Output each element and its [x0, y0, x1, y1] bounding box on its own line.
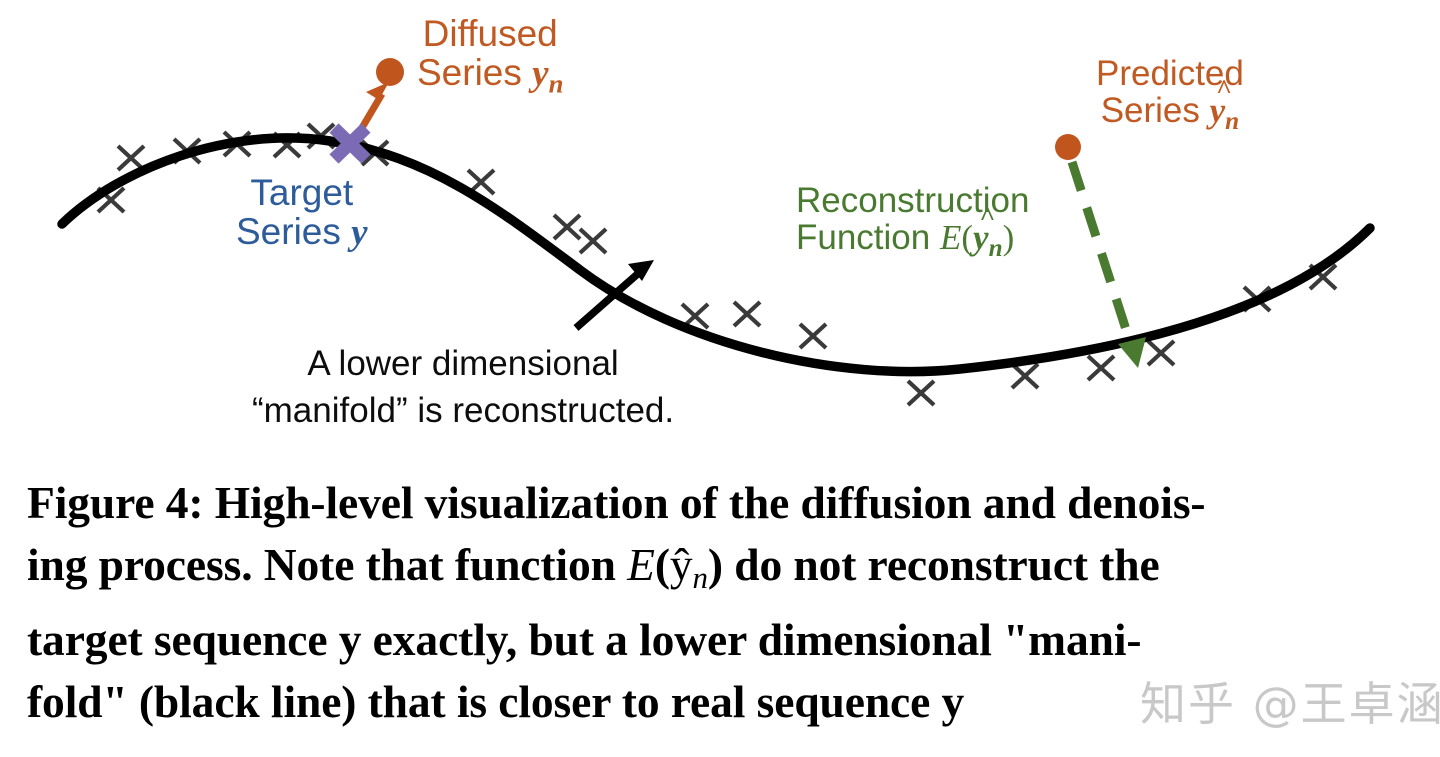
reconstruction-function-label: Reconstruction Function E(^yn) — [796, 182, 1029, 263]
manifold-curve — [57, 133, 1375, 377]
manifold-note-label: A lower dimensional “manifold” is recons… — [252, 341, 674, 435]
cross-marker — [1146, 339, 1176, 367]
predicted-series-label-line2: Series ^yn — [1100, 73, 1240, 136]
target-series-cross — [329, 123, 371, 164]
diffused-series-point — [376, 58, 404, 86]
figure-panel: Diffused Series yn Target Series y Recon… — [57, 14, 1375, 435]
denoising-arrow — [1067, 160, 1146, 368]
cross-marker — [732, 300, 762, 328]
caption-line-1: Figure 4: High-level visualization of th… — [27, 477, 1206, 528]
caption-line-2: ing process. Note that function E(ŷn) do… — [27, 539, 1160, 596]
predicted-series-label-line1: Predicted — [1096, 54, 1244, 93]
cross-marker — [116, 144, 146, 172]
cross-marker — [552, 213, 582, 241]
diffused-series-label-line2: Series yn — [417, 52, 564, 99]
diffused-series-label-line1: Diffused — [422, 13, 558, 54]
cross-marker — [798, 322, 828, 350]
manifold-diagram-svg — [57, 58, 1375, 407]
figure-caption: Figure 4: High-level visualization of th… — [27, 472, 1405, 733]
cross-marker — [1010, 362, 1040, 390]
caption-line-4: fold" (black line) that is closer to rea… — [27, 676, 965, 728]
hat-accent-icon: ^ — [1216, 73, 1233, 104]
manifold-note-line1: A lower dimensional — [307, 344, 619, 383]
target-series-label-line1: Target — [250, 172, 354, 213]
cross-marker — [578, 227, 608, 255]
target-series-label-line2: Series y — [236, 211, 368, 254]
predicted-series-point — [1055, 134, 1081, 160]
predicted-series-label: Predicted Series ^yn — [1096, 55, 1244, 136]
caption-line-3: target sequence y exactly, but a lower d… — [27, 614, 1142, 666]
diffused-series-label: Diffused Series yn — [417, 14, 563, 98]
cross-marker — [1086, 354, 1116, 382]
hat-accent-icon: ^ — [979, 200, 996, 231]
target-series-label: Target Series y — [236, 172, 368, 254]
reconstruction-label-line1: Reconstruction — [796, 181, 1030, 220]
manifold-note-line2: “manifold” is reconstructed. — [252, 390, 675, 430]
reconstruction-label-line2: Function E(^yn) — [796, 200, 1015, 263]
cross-marker — [906, 379, 936, 407]
manifold-pointer-arrow — [573, 260, 654, 331]
